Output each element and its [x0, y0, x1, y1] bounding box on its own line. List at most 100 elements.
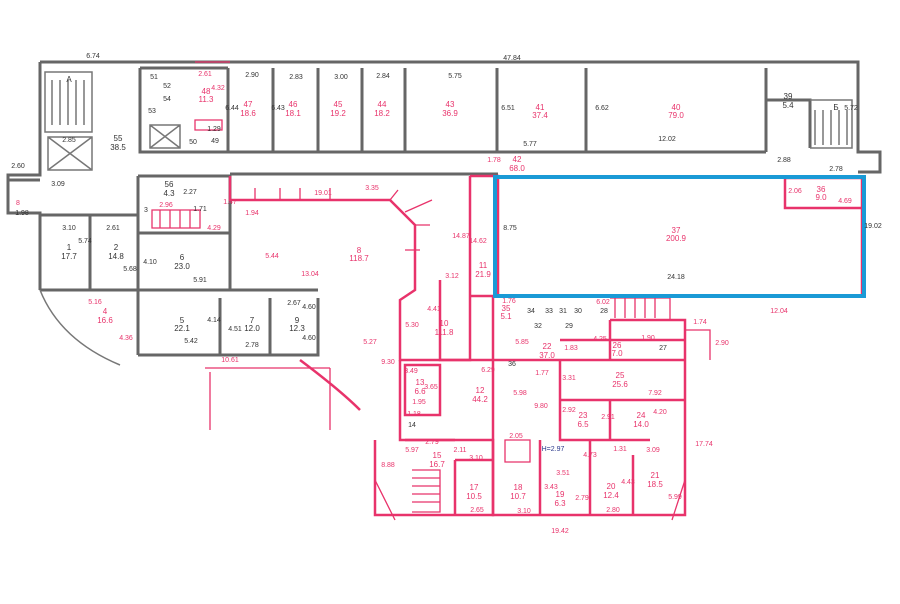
dimension-label: 3.10: [469, 455, 483, 462]
dimension-label: 4.41: [427, 306, 441, 313]
dimension-label: 2.65: [470, 507, 484, 514]
wall-outline: [403, 320, 685, 442]
room-label: 1: [67, 243, 72, 252]
room-label: 8: [16, 200, 20, 207]
room-label: 12.4: [603, 491, 619, 500]
dimension-label: 2.79: [425, 439, 439, 446]
dimension-label: 2.79: [575, 495, 589, 502]
selected-area-highlight[interactable]: [493, 175, 866, 298]
dimension-label: 17.74: [695, 441, 713, 448]
dimension-label: 2.92: [562, 407, 576, 414]
dimension-label: 4.32: [211, 85, 225, 92]
room-label: 5: [180, 316, 185, 325]
room-label: 12.3: [289, 324, 305, 333]
dimension-label: 1.90: [641, 335, 655, 342]
dimension-label: 19.02: [864, 223, 882, 230]
room-label: 18.1: [285, 109, 301, 118]
room-label: 9: [295, 316, 300, 325]
wall-outline: [299, 359, 361, 411]
room-label: 44: [378, 100, 387, 109]
dimension-label: 4.51: [228, 326, 242, 333]
room-label: 27: [659, 345, 667, 352]
dimension-label: 1.47: [223, 199, 237, 206]
room-label: 16.7: [429, 460, 445, 469]
dimension-label: 8.75: [503, 225, 517, 232]
room-label: 34: [527, 308, 535, 315]
wall-outline: [8, 178, 40, 215]
dimension-label: 2.60: [11, 163, 25, 170]
dimension-labels: 6.74 47.84 2.61 2.90 2.83 3.00 2.84 5.75…: [11, 53, 882, 535]
dimension-label: 2.61: [198, 71, 212, 78]
room-label: 56: [165, 180, 174, 189]
dimension-label: 2.90: [715, 340, 729, 347]
room-label: 13: [416, 378, 425, 387]
room-label: 54: [163, 96, 171, 103]
dimension-label: 3.09: [51, 181, 65, 188]
dimension-label: 2.83: [289, 74, 303, 81]
room-label: 6.5: [577, 420, 589, 429]
room-label: 14.8: [108, 252, 124, 261]
room-label: 79.0: [668, 111, 684, 120]
room-label: 37.4: [532, 111, 548, 120]
wall-outline: [228, 150, 766, 176]
dimension-label: 3.51: [556, 470, 570, 477]
room-7: 712.0: [244, 316, 260, 333]
dimension-label: 5.74: [78, 238, 92, 245]
room-label: 23.0: [174, 262, 190, 271]
room-label: 29: [565, 323, 573, 330]
dimension-label: 2.80: [606, 507, 620, 514]
dimension-label: 4.36: [119, 335, 133, 342]
room-label: 68.0: [509, 164, 525, 173]
room-label: 48: [202, 87, 211, 96]
room-26: 267.0: [611, 341, 623, 358]
dimension-label: 1.83: [564, 345, 578, 352]
dimension-label: 3.10: [62, 225, 76, 232]
room-label: 44.2: [472, 395, 488, 404]
room-label: 45: [334, 100, 343, 109]
dimension-label: 5.68: [123, 266, 137, 273]
room-39: 395.4: [782, 92, 794, 110]
room-label: 33: [545, 308, 553, 315]
dimension-label: 4.60: [302, 304, 316, 311]
dimension-label: 7.92: [648, 390, 662, 397]
room-label: 10.7: [510, 492, 526, 501]
room-label: 17: [470, 483, 479, 492]
dimension-label: 5.91: [193, 277, 207, 284]
dimension-label: 3.12: [445, 273, 459, 280]
room-label: 4.3: [163, 189, 175, 198]
wall-outline: [453, 296, 687, 517]
dimension-label: 2.85: [62, 137, 76, 144]
room-label: Б: [833, 103, 838, 112]
room-label: 36.9: [442, 109, 458, 118]
room-label: 17.7: [61, 252, 77, 261]
room-9: 912.3: [289, 316, 305, 333]
room-label: 38.5: [110, 143, 126, 152]
room-label: 30: [574, 308, 582, 315]
dimension-label: 1.78: [487, 157, 501, 164]
room-label: 55: [114, 134, 123, 143]
room-label: 40: [672, 103, 681, 112]
dimension-label: 5.99: [668, 494, 682, 501]
wall-outline: [138, 174, 232, 290]
room-label: 35: [502, 304, 511, 313]
dimension-label: 6.02: [596, 299, 610, 306]
dimension-label: 1.29: [207, 126, 221, 133]
dimension-label: 1.18: [407, 411, 421, 418]
room-label: 14: [408, 422, 416, 429]
dimension-label: 2.67: [287, 300, 301, 307]
dimension-label: 5.30: [405, 322, 419, 329]
room-label: 11: [479, 261, 488, 270]
dimension-label: 2.91: [601, 414, 615, 421]
wall-outline: [374, 329, 711, 521]
room-label: 19: [556, 490, 565, 499]
wall-outline: [39, 289, 121, 366]
dimension-label: 6.51: [501, 105, 515, 112]
